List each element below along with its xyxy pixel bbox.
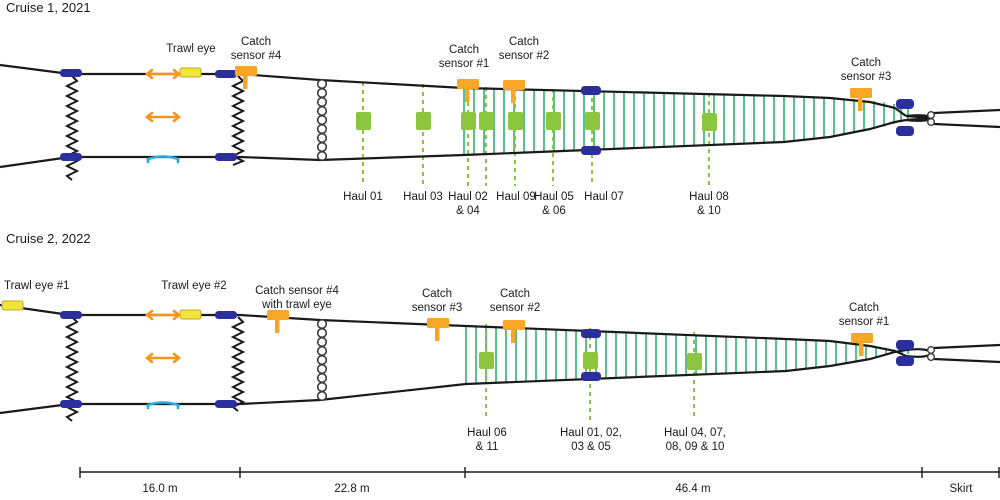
label-trawl-eye: Trawl eye	[166, 43, 215, 55]
haul-label-c2-3-l2: 08, 09 & 10	[666, 441, 725, 453]
haul-label-c2-1-l2: & 11	[476, 441, 499, 453]
haul-label-7-l2: & 10	[697, 205, 721, 217]
label-catch-sensor-3-c2-l2: sensor #3	[412, 302, 463, 314]
cruise2-top-labels: Trawl eye #1 Trawl eye #2 Catch sensor #…	[4, 280, 889, 328]
haul-label-3-l1: Haul 02	[448, 191, 488, 203]
cruise2-trawl-eye-1	[1, 300, 24, 311]
cruise2-tail-rings	[927, 346, 936, 362]
cruise1-trawl-eye	[179, 67, 202, 78]
haul-label-7-l1: Haul 08	[689, 191, 729, 203]
cruise2-catch-sensors	[267, 310, 873, 356]
haul-label-c2-1-l1: Haul 06	[467, 427, 507, 439]
catch-sensor-2-icon	[503, 80, 525, 103]
haul-label-2-l1: Haul 03	[403, 191, 443, 203]
cruise2-trawl-eye-2	[179, 309, 202, 320]
catch-sensor-3-icon-c2	[427, 318, 449, 341]
catch-sensor-1-icon-c2	[851, 333, 873, 356]
scale-label-3: 46.4 m	[675, 483, 710, 495]
haul-label-1-l1: Haul 01	[343, 191, 383, 203]
scale-label-1: 16.0 m	[142, 483, 177, 495]
panel-title-cruise2: Cruise 2, 2022	[6, 231, 91, 246]
label-catch-sensor-3-c2-l1: Catch	[422, 288, 452, 300]
cruise2-net: Trawl eye #1 Trawl eye #2 Catch sensor #…	[0, 280, 1000, 453]
label-catch-sensor-2-l2: sensor #2	[499, 50, 550, 62]
cruise1-ring-chain	[316, 78, 328, 162]
catch-sensor-4-icon	[235, 66, 257, 89]
label-catch-sensor-4-l1: Catch	[241, 36, 271, 48]
cruise2-haul-labels: Haul 06 & 11 Haul 01, 02, 03 & 05 Haul 0…	[467, 427, 726, 453]
catch-sensor-2-icon-c2	[503, 320, 525, 343]
label-catch-sensor-1-c2-l1: Catch	[849, 302, 879, 314]
label-catch-sensor-2-c2-l2: sensor #2	[490, 302, 541, 314]
haul-label-6-l1: Haul 07	[584, 191, 624, 203]
scale-label-2: 22.8 m	[334, 483, 369, 495]
panel-title-cruise1: Cruise 1, 2021	[6, 0, 91, 15]
cruise1-seam-2	[230, 75, 246, 166]
cruise2-floats	[60, 311, 914, 408]
haul-label-c2-3-l1: Haul 04, 07,	[664, 427, 726, 439]
label-catch-sensor-4-l2: sensor #4	[231, 50, 282, 62]
label-catch-sensor-1-l2: sensor #1	[439, 58, 490, 70]
cruise1-kite	[146, 155, 180, 164]
label-catch-sensor-4-c2-l2: with trawl eye	[261, 299, 332, 311]
label-catch-sensor-3-l2: sensor #3	[841, 71, 892, 83]
haul-label-c2-2-l1: Haul 01, 02,	[560, 427, 622, 439]
cruise1-top-labels: Trawl eye Catch sensor #4 Catch sensor #…	[166, 36, 891, 83]
cruise2-kite	[146, 401, 180, 410]
catch-sensor-3-icon	[850, 88, 872, 111]
scale-bar: 16.0 m 22.8 m 46.4 m Skirt	[79, 467, 1000, 495]
label-catch-sensor-2-l1: Catch	[509, 36, 539, 48]
catch-sensor-1-icon	[457, 79, 479, 102]
cruise1-floats	[60, 69, 914, 161]
cruise1-spreader-top	[144, 68, 182, 80]
cruise1-haul-squares	[356, 112, 717, 131]
cruise2-seam-2	[230, 316, 246, 412]
label-catch-sensor-4-c2-l1: Catch sensor #4	[255, 285, 339, 297]
cruise1-tail-rings	[927, 110, 936, 126]
cruise1-spreader-mid	[144, 111, 182, 123]
cruise1-net: Trawl eye Catch sensor #4 Catch sensor #…	[0, 36, 1000, 217]
cruise2-spreader-mid	[144, 352, 182, 364]
cruise2-spreader-top	[144, 309, 182, 321]
cruise1-seam-1	[64, 75, 80, 181]
haul-label-c2-2-l2: 03 & 05	[571, 441, 611, 453]
catch-sensor-4-icon-c2	[267, 310, 289, 333]
cruise2-haul-markers	[485, 324, 695, 420]
label-trawl-eye-1: Trawl eye #1	[4, 280, 69, 292]
cruise1-haul-markers	[362, 82, 710, 186]
scale-label-4: Skirt	[950, 483, 974, 495]
haul-label-3-l2: & 04	[456, 205, 480, 217]
label-catch-sensor-2-c2-l1: Catch	[500, 288, 530, 300]
label-trawl-eye-2: Trawl eye #2	[161, 280, 226, 292]
label-catch-sensor-3-l1: Catch	[851, 57, 881, 69]
haul-label-5-l2: & 06	[542, 205, 566, 217]
cruise2-haul-squares	[479, 352, 702, 370]
haul-label-5-l1: Haul 05	[534, 191, 574, 203]
cruise1-haul-labels: Haul 01 Haul 03 Haul 02 & 04 Haul 09 Hau…	[343, 191, 729, 217]
label-catch-sensor-1-l1: Catch	[449, 44, 479, 56]
cruise2-ring-chain	[316, 318, 328, 402]
haul-label-4-l1: Haul 09	[496, 191, 536, 203]
cruise1-catch-sensors	[235, 66, 872, 111]
label-catch-sensor-1-c2-l2: sensor #1	[839, 316, 890, 328]
